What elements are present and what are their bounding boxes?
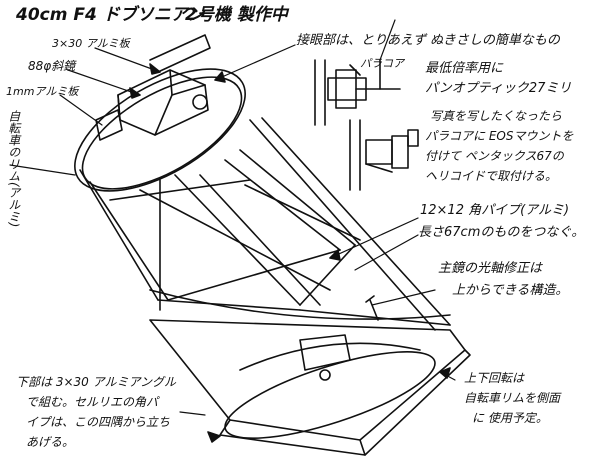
label-rotation-2: 自転車リムを側面 (464, 391, 561, 405)
leader-lines (9, 19, 456, 416)
label-alum-plate-3x30: 3×30 アルミ板 (52, 37, 130, 50)
label-rotation-1: 上下回転は (464, 371, 525, 385)
label-photo-4: ヘリコイドで取付ける。 (425, 169, 558, 183)
title-sub: 2号機 製作中 (185, 5, 288, 25)
label-eyepiece-note: 接眼部は、とりあえず ぬきさしの簡単なもの (296, 33, 560, 48)
label-paracorr: パラコア (360, 57, 404, 70)
label-collimation-2: 上からできる構造。 (452, 283, 569, 298)
truss-poles (79, 117, 451, 331)
label-collimation-1: 主鏡の光軸修正は (438, 261, 543, 276)
label-photo-1: 写真を写したくなったら (430, 109, 563, 123)
label-rotation-3: に 使用予定。 (472, 411, 548, 425)
label-pipe-1: 12×12 角パイプ(アルミ) (420, 203, 570, 218)
alum-plate-bracket (95, 109, 123, 141)
eyepiece-detail-sketch (314, 59, 401, 126)
title-main: 40cm F4 ドブソニアン (16, 5, 205, 25)
label-max-mag-1: 最低倍率用に (425, 61, 504, 76)
label-bottom-4: あげる。 (26, 435, 75, 449)
collimation-knob (365, 295, 379, 321)
label-pipe-2: 長さ67cmのものをつなぐ。 (418, 225, 585, 240)
label-bottom-3: イプは、この四隅から立ち (26, 415, 171, 429)
label-max-mag-2: パンオプティック27ミリ (425, 81, 572, 96)
label-secondary-mirror: 88φ斜鏡 (28, 59, 76, 73)
label-alum-plate-1mm: 1mmアルミ板 (6, 85, 79, 98)
label-bottom-2: で組む。セルリエの角パ (26, 395, 159, 409)
camera-detail-sketch (349, 119, 419, 191)
mirror-box (149, 319, 471, 456)
label-bicycle-rim: 自転車のリム(アルミ) (6, 110, 21, 228)
label-photo-3: 付けて ペンタックス67の (425, 149, 564, 163)
focuser-box (117, 34, 211, 136)
label-photo-2: パラコアに EOSマウントを (425, 129, 574, 143)
middle-ring (149, 289, 451, 320)
label-bottom-1: 下部は 3×30 アルミアングル (16, 375, 176, 389)
arrow-heads (129, 63, 451, 443)
